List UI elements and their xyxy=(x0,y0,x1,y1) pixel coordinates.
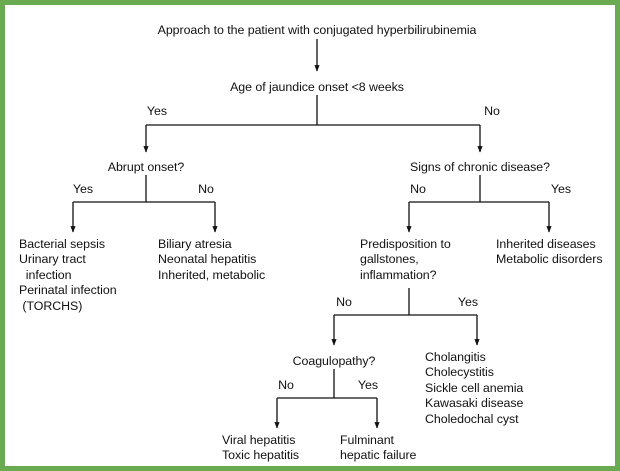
branch-label-level1-no: No xyxy=(484,104,500,118)
branch-label-level2b-no: No xyxy=(410,182,426,196)
node-abrupt-onset: Abrupt onset? xyxy=(107,160,185,174)
leaf-fulminant-hepatic-failure-group: Fulminant hepatic failure xyxy=(340,433,417,463)
branch-label-level4-yes: Yes xyxy=(357,378,379,392)
node-signs-of-chronic-disease: Signs of chronic disease? xyxy=(410,160,550,174)
node-age-of-onset: Age of jaundice onset <8 weeks xyxy=(230,80,404,94)
node-title: Approach to the patient with conjugated … xyxy=(157,23,477,37)
leaf-bacterial-sepsis-group: Bacterial sepsis Urinary tract infection… xyxy=(19,237,117,313)
leaf-biliary-atresia-group: Biliary atresia Neonatal hepatitis Inher… xyxy=(158,237,266,282)
branch-label-level2a-no: No xyxy=(198,182,214,196)
branch-label-level3-no: No xyxy=(336,295,352,309)
leaf-viral-hepatitis-group: Viral hepatitis Toxic hepatitis xyxy=(222,433,300,463)
branch-label-level2b-yes: Yes xyxy=(550,182,572,196)
branch-label-level4-no: No xyxy=(278,378,294,392)
leaf-inherited-diseases-group: Inherited diseases Metabolic disorders xyxy=(496,237,603,267)
branch-label-level2a-yes: Yes xyxy=(72,182,94,196)
node-coagulopathy: Coagulopathy? xyxy=(292,354,376,368)
node-predisposition-to-gallstones: Predisposition to gallstones, inflammati… xyxy=(360,237,451,282)
leaf-cholangitis-group: Cholangitis Cholecystitis Sickle cell an… xyxy=(425,350,524,426)
branch-label-level1-yes: Yes xyxy=(146,104,168,118)
branch-label-level3-yes: Yes xyxy=(457,295,479,309)
